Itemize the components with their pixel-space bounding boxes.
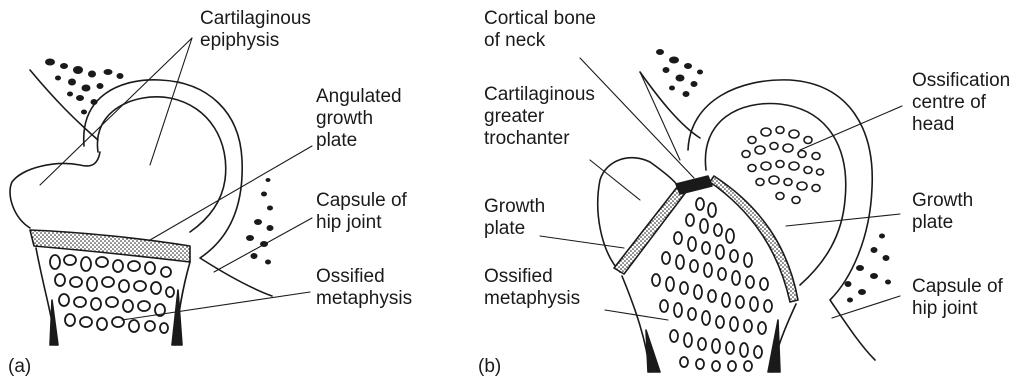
cortex-left-b	[646, 330, 660, 372]
pelvic-bone-a	[45, 59, 124, 115]
leader-growth-plate-a	[150, 146, 312, 240]
leader-epiphysis-2	[150, 38, 192, 165]
trabecular-bone-a	[50, 255, 174, 333]
label-ossified-metaphysis-b: Ossified metaphysis	[484, 266, 580, 310]
leader-epiphysis-1	[40, 38, 192, 185]
ossification-centre-b	[742, 127, 824, 204]
label-cartilaginous-greater-trochanter: Cartilaginous greater trochanter	[484, 84, 595, 150]
acetabulum-a	[30, 70, 98, 140]
growth-plate-a	[30, 230, 190, 262]
label-angulated-growth-plate: Angulated growth plate	[316, 86, 402, 152]
panel-a-drawing	[10, 38, 312, 345]
leader-metaphysis-b	[605, 310, 668, 320]
label-growth-plate-b-right: Growth plate	[912, 190, 973, 234]
metaphysis-outline-b	[622, 276, 650, 372]
pelvic-bone-b	[656, 49, 703, 97]
femoral-head-a	[97, 97, 225, 232]
leader-cortical-neck-2	[640, 72, 680, 160]
leader-ossification-head	[800, 106, 902, 150]
label-capsule-of-hip-joint-a: Capsule of hip joint	[316, 190, 407, 234]
label-cartilaginous-epiphysis: Cartilaginous epiphysis	[200, 8, 311, 52]
leader-capsule-b	[832, 296, 900, 318]
cortex-right-a	[172, 290, 182, 345]
acetabulum-b	[640, 72, 700, 138]
label-capsule-of-hip-joint-b: Capsule of hip joint	[912, 276, 1003, 320]
panel-b-tag: (b)	[478, 356, 501, 378]
label-ossification-centre-of-head: Ossification centre of head	[912, 70, 1010, 136]
cortex-left-a	[50, 300, 58, 345]
label-cortical-bone-of-neck: Cortical bone of neck	[484, 8, 596, 52]
greater-trochanter-a	[10, 152, 100, 228]
leader-growth-plate-b-left	[540, 236, 624, 248]
cortex-right-b	[768, 320, 780, 372]
label-ossified-metaphysis-a: Ossified metaphysis	[316, 266, 412, 310]
panel-a-tag: (a)	[8, 356, 31, 378]
cortical-neck-b	[676, 176, 712, 194]
label-growth-plate-b-left: Growth plate	[484, 196, 545, 240]
